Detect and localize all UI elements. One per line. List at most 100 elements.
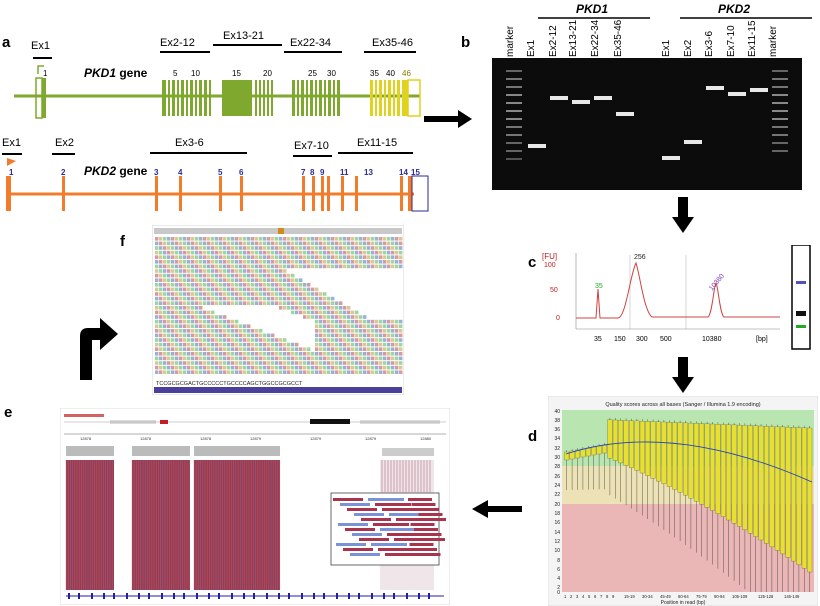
base-cell xyxy=(155,333,159,338)
base-cell xyxy=(183,278,187,282)
quality-box xyxy=(780,426,786,555)
base-cell xyxy=(183,319,187,324)
base-cell xyxy=(235,278,239,282)
base-cell xyxy=(375,365,379,370)
base-cell xyxy=(315,306,319,310)
base-cell xyxy=(227,365,231,370)
base-cell xyxy=(347,306,351,310)
base-cell xyxy=(223,301,227,305)
base-cell xyxy=(235,333,239,338)
base-cell xyxy=(319,361,323,365)
base-cell xyxy=(283,278,287,282)
base-cell xyxy=(167,292,171,296)
base-cell xyxy=(183,338,187,342)
base-cell xyxy=(155,347,159,351)
base-cell xyxy=(331,241,335,246)
base-cell xyxy=(371,324,375,328)
base-cell xyxy=(263,352,267,356)
base-cell xyxy=(391,324,395,328)
base-cell xyxy=(255,361,259,365)
base-cell xyxy=(355,361,359,365)
gel-lane-label: Ex7-10 xyxy=(726,25,737,57)
base-cell xyxy=(267,338,271,342)
base-cell xyxy=(163,255,167,259)
base-cell xyxy=(315,365,319,370)
base-cell xyxy=(291,361,295,365)
base-cell xyxy=(343,370,347,374)
base-cell xyxy=(291,260,295,264)
base-cell xyxy=(295,365,299,370)
base-cell xyxy=(335,365,339,370)
base-cell xyxy=(235,287,239,292)
base-cell xyxy=(303,310,307,315)
base-cell xyxy=(239,237,243,241)
base-cell xyxy=(199,301,203,305)
base-cell xyxy=(327,352,331,356)
base-cell xyxy=(395,237,399,241)
base-cell xyxy=(183,292,187,296)
x-tick: 500 xyxy=(660,336,672,343)
base-cell xyxy=(195,260,199,264)
base-cell xyxy=(323,352,327,356)
base-cell xyxy=(199,296,203,301)
base-cell xyxy=(219,361,223,365)
x-tick: 105-109 xyxy=(732,594,748,599)
gene-exon xyxy=(91,593,93,599)
base-cell xyxy=(303,264,307,269)
base-cell xyxy=(319,241,323,246)
base-cell xyxy=(163,273,167,278)
quality-box-plot: Quality scores across all bases (Sanger … xyxy=(548,396,818,606)
base-cell xyxy=(267,237,271,241)
base-cell xyxy=(335,356,339,361)
y-tick: 16 xyxy=(554,520,560,526)
base-cell xyxy=(295,342,299,347)
quality-boxes xyxy=(564,417,813,592)
base-cell xyxy=(195,310,199,315)
base-cell xyxy=(371,264,375,269)
base-cell xyxy=(203,292,207,296)
base-cell xyxy=(191,237,195,241)
base-cell xyxy=(395,241,399,246)
base-cell xyxy=(363,315,367,319)
quality-box xyxy=(575,449,580,459)
base-cell xyxy=(287,241,291,246)
base-cell xyxy=(159,260,163,264)
base-cell xyxy=(351,310,355,315)
base-cell xyxy=(211,237,215,241)
base-cell xyxy=(187,278,191,282)
base-cell xyxy=(215,324,219,328)
base-cell xyxy=(259,246,263,250)
base-cell xyxy=(179,324,183,328)
base-cell xyxy=(255,296,259,301)
base-cell xyxy=(311,361,315,365)
base-cell xyxy=(247,246,251,250)
gene-exon xyxy=(371,593,373,599)
base-cell xyxy=(291,352,295,356)
base-cell xyxy=(219,283,223,287)
x-tick: 150 xyxy=(614,336,626,343)
base-cell xyxy=(271,250,275,255)
inset-read xyxy=(352,533,382,536)
base-cell xyxy=(167,283,171,287)
base-cell xyxy=(219,287,223,292)
base-cell xyxy=(159,269,163,273)
base-cell xyxy=(175,329,179,333)
base-cell xyxy=(159,301,163,305)
base-cell xyxy=(227,287,231,292)
base-cell xyxy=(371,365,375,370)
base-cell xyxy=(323,329,327,333)
base-cell xyxy=(307,292,311,296)
base-cell xyxy=(275,361,279,365)
base-cell xyxy=(331,329,335,333)
x-tick: 300 xyxy=(636,336,648,343)
base-cell xyxy=(287,255,291,259)
base-cell xyxy=(171,333,175,338)
base-cell xyxy=(191,329,195,333)
base-cell xyxy=(319,301,323,305)
base-cell xyxy=(235,361,239,365)
base-cell xyxy=(227,342,231,347)
y-tick: 30 xyxy=(554,455,560,461)
base-cell xyxy=(203,283,207,287)
base-cell xyxy=(267,246,271,250)
base-cell xyxy=(379,246,383,250)
